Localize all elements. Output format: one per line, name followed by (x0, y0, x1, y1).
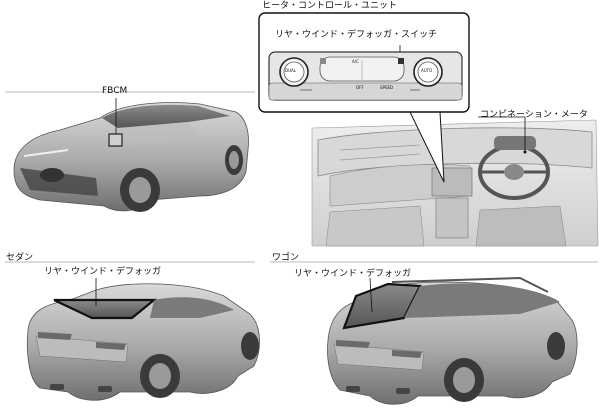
sedan-label: セダン (6, 254, 33, 263)
fbcm-label: FBCM (102, 87, 127, 96)
sedan-illustration (27, 284, 259, 401)
combination-meter-label: コンビネーション・メータ (480, 111, 588, 120)
panel-off-text: OFF (356, 86, 364, 90)
panel-speed-text: SPEED (380, 86, 393, 90)
wagon-rear-defogger-label: リヤ・ウインド・デフォッガ (294, 270, 411, 279)
car-front-illustration (14, 103, 249, 212)
heater-control-unit-label: ヒータ・コントロール・ユニット (262, 2, 397, 11)
heater-control-panel (269, 52, 462, 100)
wagon-label: ワゴン (272, 254, 299, 263)
panel-auto-text: AUTO (421, 69, 432, 73)
rear-defogger-switch-label: リヤ・ウインド・デフォッガ・スイッチ (275, 31, 437, 40)
sedan-rear-defogger-label: リヤ・ウインド・デフォッガ (44, 268, 161, 277)
panel-dual-text: DUAL (285, 69, 296, 73)
panel-ac-text: A/C (352, 60, 359, 64)
wagon-illustration (328, 278, 578, 404)
fbcm-module (109, 134, 122, 146)
dashboard-illustration (312, 120, 598, 246)
